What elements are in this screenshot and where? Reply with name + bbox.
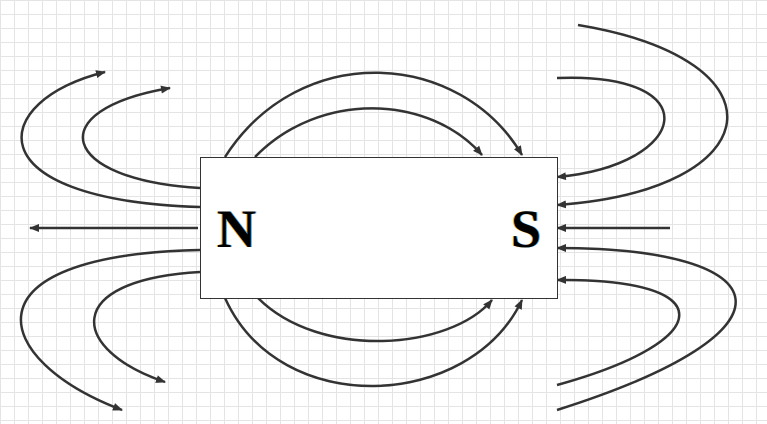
field-line-bottom-inner	[257, 297, 493, 343]
field-line-right-1	[556, 23, 729, 209]
field-line-right-5	[556, 244, 737, 412]
field-line-left-4	[19, 248, 201, 412]
bar-magnet: N S	[200, 157, 558, 299]
field-line-left-5	[93, 270, 201, 384]
field-line-right-4	[556, 275, 681, 387]
field-line-left-1	[81, 85, 201, 190]
south-pole-label: S	[510, 199, 541, 259]
field-line-right-2	[556, 76, 666, 181]
field-line-top-inner	[254, 107, 483, 158]
field-line-bottom-outer	[223, 297, 524, 388]
north-pole-label: N	[217, 199, 256, 259]
field-line-top-outer	[223, 71, 524, 158]
field-line-left-2	[20, 70, 201, 209]
